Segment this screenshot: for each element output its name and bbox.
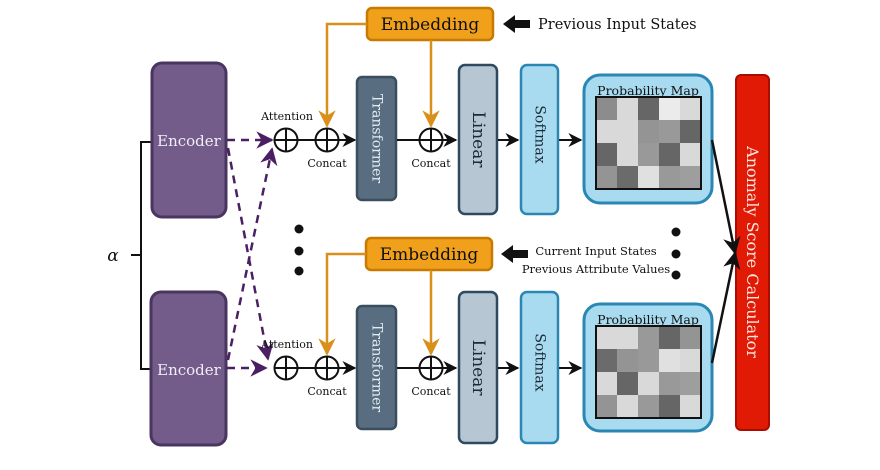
linear-label: Linear (468, 340, 488, 397)
anomaly-score-calculator-label: Anomaly Score Calculator (743, 145, 762, 358)
probability-cell (659, 143, 680, 166)
probability-cell (617, 349, 638, 372)
concat-1-icon (314, 355, 340, 381)
ellipsis-dots-right (671, 227, 681, 280)
embedding-input-label: Current Input States (535, 244, 656, 258)
probability-map: Probability Map (582, 73, 714, 205)
probability-cell (617, 120, 638, 143)
probability-cell (596, 372, 617, 395)
probability-grid-border (595, 96, 702, 190)
probability-cell (659, 326, 680, 349)
probability-cell (617, 166, 638, 189)
probability-grid-border (595, 325, 702, 419)
transformer-block: Transformer (355, 304, 398, 431)
encoder-top-to-attention-bottom-arrow (226, 147, 274, 361)
probability-cell (680, 120, 701, 143)
probability-map-title: Probability Map (597, 312, 699, 327)
encoder-bottom-label: Encoder (157, 361, 222, 379)
embedding-input-label: Previous Input States (538, 17, 697, 33)
probability-cell (680, 372, 701, 395)
encoder-bottom-to-attention-top-arrow (226, 147, 278, 361)
transformer-block: Transformer (355, 75, 398, 202)
probability-cell (680, 326, 701, 349)
embedding-block: Embedding (364, 236, 494, 272)
probability-cell (638, 326, 659, 349)
attention-label: Attention (260, 110, 313, 123)
probmap-top-to-anomaly-arrow (710, 139, 741, 255)
probability-cell (659, 166, 680, 189)
probability-cell (638, 372, 659, 395)
attention-sum-icon (273, 355, 299, 381)
softmax-block: Softmax (519, 290, 560, 445)
probability-cell (638, 166, 659, 189)
probability-cell (596, 349, 617, 372)
alpha-label: α (107, 246, 119, 266)
concat-2-label: Concat (411, 385, 451, 398)
probability-cell (638, 143, 659, 166)
anomaly-score-calculator: Anomaly Score Calculator (735, 74, 770, 431)
probability-cell (680, 97, 701, 120)
embedding-to-concat-1-line (318, 252, 366, 356)
linear-block: Linear (457, 290, 499, 445)
input-arrow-icon (501, 245, 528, 263)
probability-cell (680, 395, 701, 418)
attention-label: Attention (260, 338, 313, 351)
encoder-top-label: Encoder (157, 132, 222, 150)
input-arrow-icon (503, 15, 530, 33)
linear-block: Linear (457, 63, 499, 216)
embedding-label: Embedding (381, 15, 480, 35)
concat-1-label: Concat (307, 157, 347, 170)
probability-cell (617, 326, 638, 349)
probability-cell (659, 97, 680, 120)
alpha-bracket: α (107, 141, 152, 370)
concat-2-label: Concat (411, 157, 451, 170)
probability-cell (617, 143, 638, 166)
linear-label: Linear (468, 112, 488, 169)
probability-cell (617, 372, 638, 395)
probability-cell (659, 349, 680, 372)
probability-cell (638, 120, 659, 143)
probability-cell (617, 395, 638, 418)
softmax-label: Softmax (532, 105, 548, 163)
probability-map-title: Probability Map (597, 83, 699, 98)
softmax-label: Softmax (532, 333, 548, 391)
probability-cell (659, 395, 680, 418)
probability-cell (680, 143, 701, 166)
transformer-label: Transformer (369, 94, 385, 183)
embedding-input-label: Previous Attribute Values (522, 262, 670, 276)
probability-cell (596, 143, 617, 166)
probability-cell (596, 120, 617, 143)
attention-connections (226, 131, 278, 377)
probability-cell (680, 166, 701, 189)
softmax-block: Softmax (519, 63, 560, 216)
concat-1-icon (314, 127, 340, 153)
embedding-to-concat-1-line (318, 22, 367, 128)
encoder-top: Encoder (150, 61, 228, 219)
probability-cell (638, 349, 659, 372)
probability-cell (638, 395, 659, 418)
probability-cell (659, 120, 680, 143)
probability-cell (638, 97, 659, 120)
probability-cell (659, 372, 680, 395)
probability-cell (617, 97, 638, 120)
probability-cell (680, 349, 701, 372)
transformer-label: Transformer (369, 323, 385, 412)
concat-1-label: Concat (307, 385, 347, 398)
probability-cell (596, 97, 617, 120)
concat-2-icon (418, 355, 444, 381)
probability-cell (596, 326, 617, 349)
embedding-label: Embedding (380, 245, 479, 265)
probability-cell (596, 166, 617, 189)
embedding-block: Embedding (365, 6, 495, 42)
concat-2-icon (418, 127, 444, 153)
ellipsis-dots-left (294, 224, 304, 276)
probability-map: Probability Map (582, 302, 714, 433)
probability-cell (596, 395, 617, 418)
probmap-bottom-to-anomaly-arrow (710, 251, 741, 364)
attention-sum-icon (273, 127, 299, 153)
encoder-bottom: Encoder (149, 290, 228, 447)
